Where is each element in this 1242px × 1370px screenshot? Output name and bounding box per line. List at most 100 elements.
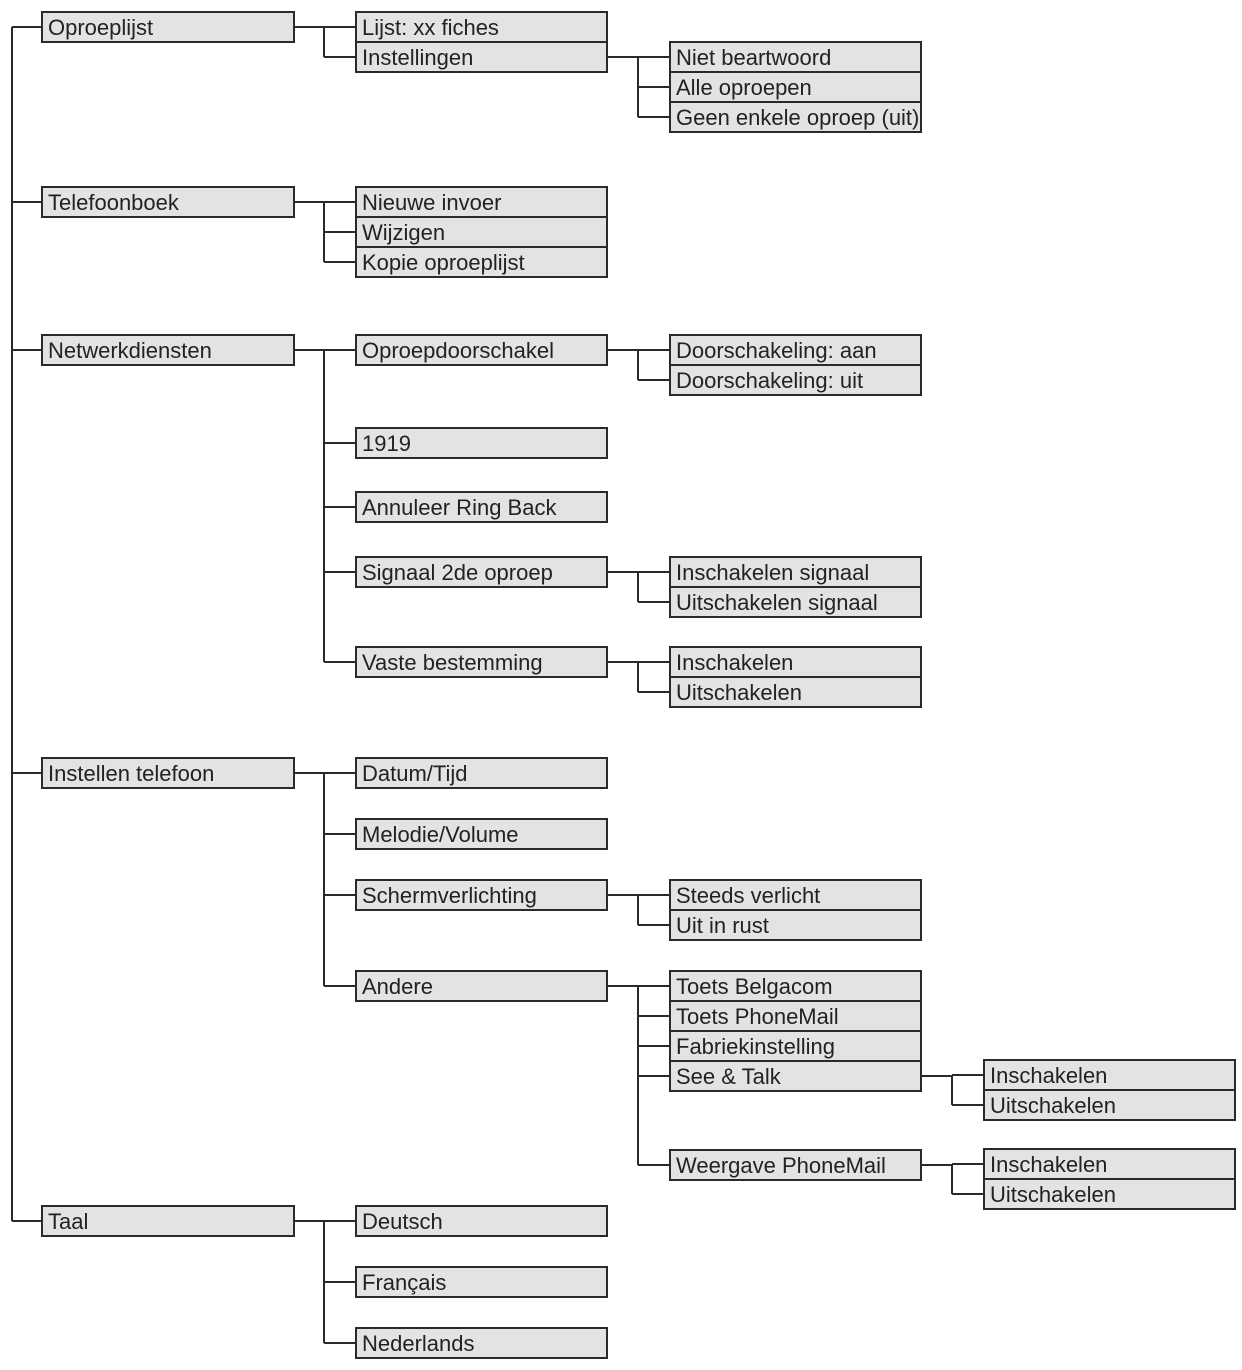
menu-node-inschakelen-signaal: Inschakelen signaal: [669, 556, 922, 588]
menu-node-label: Inschakelen: [990, 1152, 1107, 1177]
menu-node-box: [669, 1060, 922, 1092]
menu-node-box: [669, 586, 922, 618]
menu-node-inschakelen: Inschakelen: [983, 1148, 1236, 1180]
menu-node-box: [669, 556, 922, 588]
menu-node-label: Wijzigen: [362, 220, 445, 245]
menu-node-nieuwe-invoer: Nieuwe invoer: [355, 186, 608, 218]
menu-node-box: [355, 1205, 608, 1237]
menu-node-label: Uitschakelen: [990, 1093, 1116, 1118]
menu-node-schermverlichting: Schermverlichting: [355, 879, 608, 911]
menu-node-label: Uitschakelen: [990, 1182, 1116, 1207]
menu-node-box: [41, 757, 295, 789]
menu-node-box: [669, 970, 922, 1002]
menu-node-label: Inschakelen signaal: [676, 560, 869, 585]
menu-node-oproeplijst: Oproeplijst: [41, 11, 295, 43]
menu-node-lijst-xx-fiches: Lijst: xx fiches: [355, 11, 608, 43]
menu-node-uitschakelen: Uitschakelen: [983, 1178, 1236, 1210]
menu-node-label: Datum/Tijd: [362, 761, 468, 786]
menu-node-wijzigen: Wijzigen: [355, 216, 608, 248]
menu-node-box: [41, 334, 295, 366]
menu-node-label: Andere: [362, 974, 433, 999]
menu-node-netwerkdiensten: Netwerkdiensten: [41, 334, 295, 366]
menu-node-box: [355, 491, 608, 523]
menu-node-box: [669, 1030, 922, 1062]
menu-node-label: Uitschakelen signaal: [676, 590, 878, 615]
menu-node-box: [669, 41, 922, 73]
menu-node-box: [669, 676, 922, 708]
menu-node-label: Uitschakelen: [676, 680, 802, 705]
menu-node-label: Inschakelen: [676, 650, 793, 675]
menu-node-label: Schermverlichting: [362, 883, 537, 908]
menu-node-toets-belgacom: Toets Belgacom: [669, 970, 922, 1002]
menu-node-see-talk: See & Talk: [669, 1060, 922, 1092]
menu-node-box: [983, 1089, 1236, 1121]
menu-node-label: Netwerkdiensten: [48, 338, 212, 363]
menu-node-deutsch: Deutsch: [355, 1205, 608, 1237]
menu-node-oproepdoorschakel: Oproepdoorschakel: [355, 334, 608, 366]
menu-node-box: [355, 970, 608, 1002]
menu-node-label: Français: [362, 1270, 446, 1295]
menu-node-datum-tijd: Datum/Tijd: [355, 757, 608, 789]
menu-node-label: Kopie oproeplijst: [362, 250, 525, 275]
menu-node-label: Uit in rust: [676, 913, 769, 938]
menu-node-box: [355, 556, 608, 588]
menu-node-label: Annuleer Ring Back: [362, 495, 557, 520]
menu-node-label: See & Talk: [676, 1064, 782, 1089]
menu-node-box: [355, 1266, 608, 1298]
menu-node-box: [355, 186, 608, 218]
menu-node-geen-enkele-oproep-uit: Geen enkele oproep (uit): [669, 101, 922, 133]
menu-node-label: Nederlands: [362, 1331, 475, 1356]
menu-node-box: [669, 334, 922, 366]
menu-node-box: [983, 1178, 1236, 1210]
tree-connectors: [11, 26, 984, 1344]
menu-node-instellingen: Instellingen: [355, 41, 608, 73]
menu-node-1919: 1919: [355, 427, 608, 459]
menu-node-fabriekinstelling: Fabriekinstelling: [669, 1030, 922, 1062]
menu-node-label: Geen enkele oproep (uit): [676, 105, 919, 130]
menu-node-label: Doorschakeling: aan: [676, 338, 877, 363]
menu-node-label: Melodie/Volume: [362, 822, 519, 847]
menu-node-uit-in-rust: Uit in rust: [669, 909, 922, 941]
menu-node-label: Toets Belgacom: [676, 974, 833, 999]
menu-node-niet-beartwoord: Niet beartwoord: [669, 41, 922, 73]
menu-node-label: Steeds verlicht: [676, 883, 820, 908]
menu-node-box: [355, 216, 608, 248]
menu-node-box: [355, 334, 608, 366]
menu-node-melodie-volume: Melodie/Volume: [355, 818, 608, 850]
menu-node-label: Deutsch: [362, 1209, 443, 1234]
menu-node-label: Toets PhoneMail: [676, 1004, 839, 1029]
menu-node-alle-oproepen: Alle oproepen: [669, 71, 922, 103]
menu-node-label: Vaste bestemming: [362, 650, 543, 675]
menu-node-label: Inschakelen: [990, 1063, 1107, 1088]
menu-node-label: Alle oproepen: [676, 75, 812, 100]
menu-node-label: Niet beartwoord: [676, 45, 831, 70]
menu-node-box: [669, 879, 922, 911]
menu-node-box: [41, 1205, 295, 1237]
menu-node-box: [355, 1327, 608, 1359]
menu-node-box: [669, 101, 922, 133]
menu-node-uitschakelen: Uitschakelen: [983, 1089, 1236, 1121]
menu-node-steeds-verlicht: Steeds verlicht: [669, 879, 922, 911]
menu-node-box: [669, 1149, 922, 1181]
menu-node-kopie-oproeplijst: Kopie oproeplijst: [355, 246, 608, 278]
menu-node-box: [355, 879, 608, 911]
menu-node-doorschakeling-uit: Doorschakeling: uit: [669, 364, 922, 396]
menu-node-box: [355, 427, 608, 459]
menu-node-vaste-bestemming: Vaste bestemming: [355, 646, 608, 678]
menu-node-label: Oproepdoorschakel: [362, 338, 554, 363]
menu-node-label: Lijst: xx fiches: [362, 15, 499, 40]
menu-node-uitschakelen: Uitschakelen: [669, 676, 922, 708]
menu-node-box: [983, 1059, 1236, 1091]
menu-node-label: Weergave PhoneMail: [676, 1153, 886, 1178]
menu-node-label: 1919: [362, 431, 411, 456]
menu-node-box: [41, 186, 295, 218]
menu-node-box: [41, 11, 295, 43]
menu-node-box: [669, 364, 922, 396]
menu-node-label: Nieuwe invoer: [362, 190, 501, 215]
menu-node-box: [669, 909, 922, 941]
menu-node-box: [355, 757, 608, 789]
menu-node-annuleer-ring-back: Annuleer Ring Back: [355, 491, 608, 523]
menu-node-label: Taal: [48, 1209, 88, 1234]
